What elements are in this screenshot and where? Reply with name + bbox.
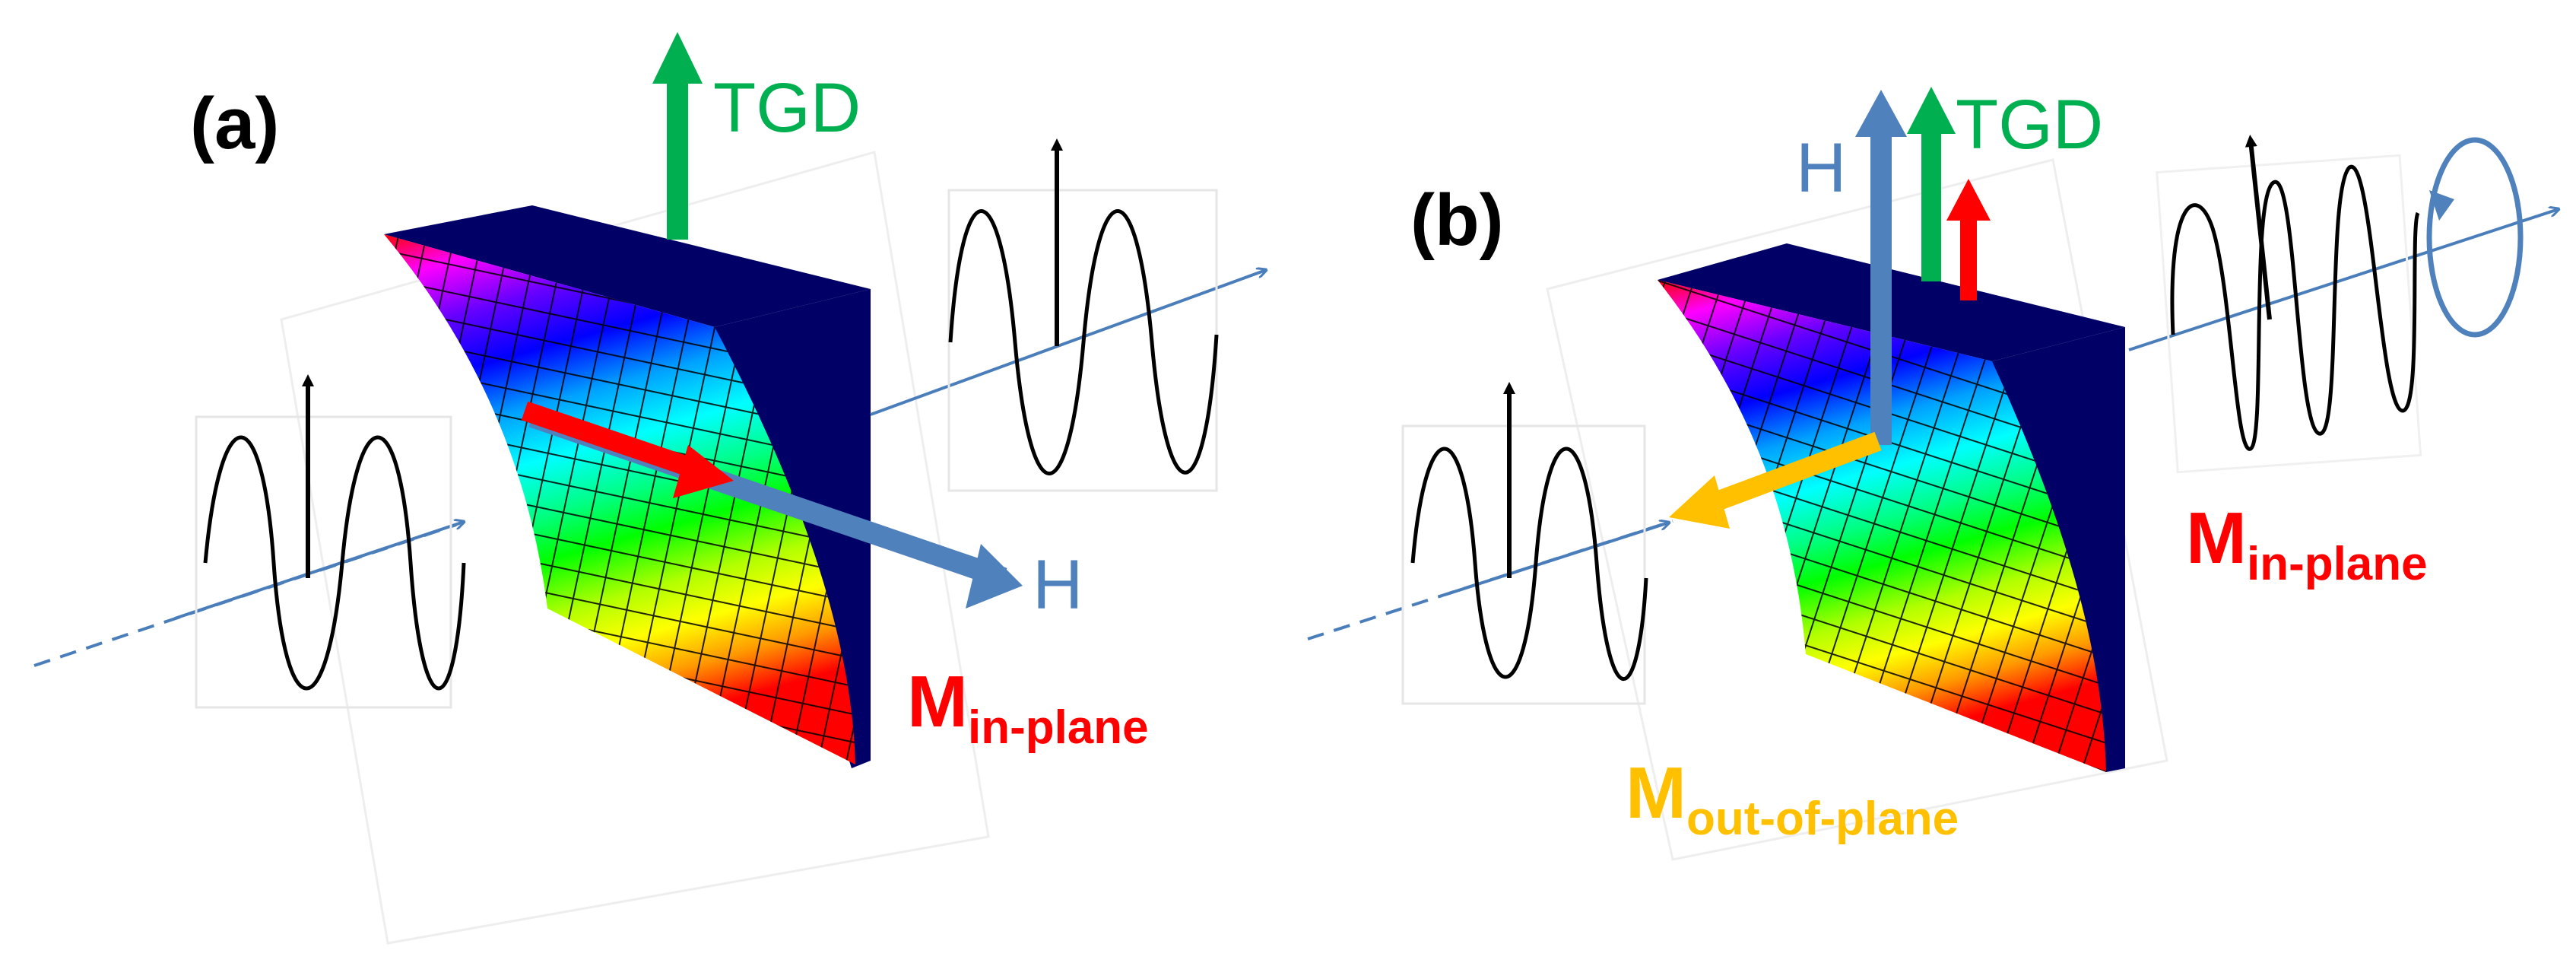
m-out-of-plane-sub-b: out-of-plane [1686,793,1959,845]
crystal-curved-face-grid-b [1658,280,2106,772]
m-in-plane-label-a: Min-plane [907,661,1149,754]
transmitted-beam-axis [870,270,1266,416]
m-in-plane-arrowhead-b [1946,179,1991,221]
m-in-plane-main-b: M [2186,497,2247,579]
m-in-plane-sub-b: in-plane [2247,538,2428,590]
m-in-plane-arrow [521,401,696,478]
m-in-plane-main-a: M [907,661,968,742]
m-in-plane-label-b: Min-plane [2186,497,2428,590]
crystal-top-face [384,205,871,327]
m-out-of-plane-main-b: M [1626,752,1686,834]
h-field-arrowhead-b [1855,90,1907,137]
tgd-arrowhead-b [1907,87,1956,134]
m-in-plane-arrow-b-shaft [1960,217,1977,300]
h-field-arrowhead [966,544,1023,609]
transmitted-wave-b [2170,165,2420,451]
incident-wave-b [1410,447,1648,682]
transmitted-wave [948,209,1219,475]
crystal-curved-face-grid [384,234,855,764]
incident-beam-axis-solid [174,522,464,620]
m-out-of-plane-arrowhead [1669,475,1730,529]
incident-wave [203,435,466,691]
h-label-a: H [1033,546,1083,624]
m-out-of-plane-arrow [1707,431,1882,513]
h-field-arrow-shaft-b [1870,133,1892,445]
incident-beam-axis-solid-b [1444,523,1669,596]
panel-a: (a) TGD H Min-plane [33,32,1266,945]
m-in-plane-arrowhead [673,445,734,498]
panel-label-a: (a) [190,83,279,164]
incident-wave-box-b [1401,424,1646,705]
tgd-label-b: TGD [1956,86,2103,164]
tgd-arrowhead [652,32,703,84]
transmitted-beam-axis-b [2128,209,2559,351]
tgd-arrow-shaft-b [1921,129,1941,281]
tgd-label-a: TGD [713,69,861,147]
incident-wave-box [195,415,452,709]
transmitted-wave-box-b [2156,154,2422,474]
m-in-plane-sub-a: in-plane [968,701,1149,754]
panel-label-b: (b) [1410,180,1504,261]
rotation-arrow-icon [2426,137,2524,338]
m-out-of-plane-label-b: Mout-of-plane [1626,752,1959,845]
panel-b: (b) H TGD Min-plane Mout-of-plane [1307,86,2559,861]
h-label-b: H [1796,129,1846,207]
tgd-arrow-shaft [667,76,688,240]
transmitted-polarization-arrow-b [2244,135,2272,320]
